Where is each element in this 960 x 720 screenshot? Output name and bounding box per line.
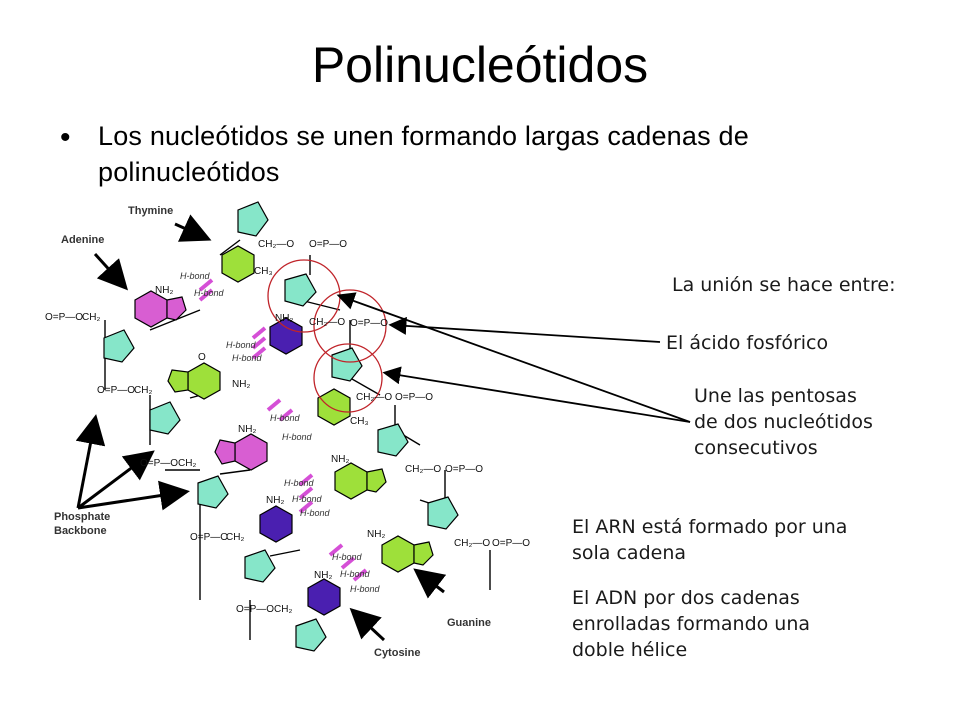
adenine-base — [134, 290, 187, 328]
hbond-label: H-bond — [282, 432, 313, 442]
thymine-base — [221, 245, 255, 283]
phosphate-label: CH₂ — [226, 532, 244, 543]
phosphate-label: CH₂ — [178, 458, 196, 469]
thymine-label: Thymine — [128, 205, 173, 217]
phosphate-label: O=P—O — [140, 458, 178, 469]
adenine-base — [214, 433, 268, 471]
pentose-note-line: de dos nucleótidos — [694, 411, 873, 433]
label-arrows — [75, 214, 447, 642]
amine-label: NH₂ — [266, 495, 284, 506]
bullet-marker: • — [60, 121, 71, 154]
amine-label: NH₂ — [367, 529, 385, 540]
sugar-ring — [237, 201, 269, 237]
cytosine-base — [269, 317, 303, 355]
adn-note-line: enrolladas formando una — [572, 613, 811, 635]
arn-note-line: El ARN está formado por una — [572, 516, 848, 538]
phosphate-label: CH₂ — [82, 312, 100, 323]
phosphate-label: O=P—O — [97, 385, 135, 396]
amine-label: NH₂ — [155, 285, 173, 296]
thymine-base — [317, 388, 351, 426]
phosphate-label: O=P—O — [445, 464, 483, 475]
hbond-label: H-bond — [340, 569, 371, 579]
phosphate-label: CH₂—O — [309, 317, 345, 328]
annotation-arrows — [336, 292, 691, 423]
hbond-label: H-bond — [284, 478, 315, 488]
methyl-label: CH₃ — [350, 416, 369, 427]
phosphate-label: O=P—O — [492, 538, 530, 549]
methyl-label: CH₃ — [254, 266, 273, 277]
phosphate-label: O=P—O — [236, 604, 274, 615]
hbond-label: H-bond — [350, 584, 381, 594]
hbond-label: H-bond — [332, 552, 363, 562]
adn-note-line: El ADN por dos cadenas — [572, 587, 800, 609]
adn-note: El ADN por dos cadenas enrolladas forman… — [572, 585, 810, 663]
adenine-base — [334, 462, 387, 500]
slide-title: Polinucleótidos — [311, 37, 649, 93]
hydrogen-bonds — [198, 278, 368, 582]
phosphate-label: CH₂—O — [258, 239, 294, 250]
hbond-label: H-bond — [292, 494, 323, 504]
sugar-ring — [377, 423, 409, 457]
hbond-label: H-bond — [194, 288, 225, 298]
sugar-ring — [149, 401, 181, 435]
adenine-label: Adenine — [61, 234, 104, 246]
left-strand-backbone — [104, 239, 301, 640]
amine-label: NH₂ — [331, 454, 349, 465]
phosphate-label: CH₂ — [134, 385, 152, 396]
phosphate-label: CH₂ — [274, 604, 292, 615]
sugar-ring — [197, 475, 229, 509]
arn-note-line: sola cadena — [572, 542, 687, 564]
arn-note: El ARN está formado por una sola cadena — [572, 514, 847, 566]
amine-label: NH₂ — [275, 313, 293, 324]
hbond-label: H-bond — [232, 353, 263, 363]
amine-label: NH₂ — [232, 379, 250, 390]
guanine-base — [381, 535, 434, 573]
sugar-ring — [244, 549, 276, 583]
phosphate-label: CH₂—O — [405, 464, 441, 475]
pentose-note-line: Une las pentosas — [694, 385, 857, 407]
pentose-note: Une las pentosas de dos nucleótidos cons… — [694, 383, 873, 461]
phosphate-backbone-label: Phosphate — [54, 511, 110, 523]
hbond-label: H-bond — [180, 271, 211, 281]
phosphate-label: O=P—O — [395, 392, 433, 403]
phosphate-label: O=P—O — [309, 239, 347, 250]
amine-label: O — [198, 352, 206, 363]
bullet-text: Los nucleótidos se unen formando largas … — [98, 121, 749, 187]
sugar-ring — [295, 618, 327, 652]
sugar-ring — [103, 329, 135, 363]
union-heading: La unión se hace entre: — [672, 274, 896, 296]
phosphate-label: CH₂—O — [454, 538, 490, 549]
adn-note-line: doble hélice — [572, 639, 688, 661]
phosphoric-acid-note: El ácido fosfórico — [666, 332, 829, 354]
phosphate-label: O=P—O — [190, 532, 228, 543]
hbond-label: H-bond — [226, 340, 257, 350]
phosphate-label: O=P—O — [350, 318, 388, 329]
hbond-label: H-bond — [300, 508, 331, 518]
guanine-label: Guanine — [447, 617, 491, 629]
cytosine-base — [307, 578, 341, 616]
sugar-ring — [427, 496, 459, 530]
phosphate-label: CH₂—O — [356, 392, 392, 403]
phosphate-backbone-label: Backbone — [54, 525, 107, 537]
amine-label: NH₂ — [238, 424, 256, 435]
cytosine-label: Cytosine — [374, 647, 420, 659]
sugar-ring — [284, 273, 317, 307]
guanine-base — [167, 362, 221, 400]
cytosine-base — [259, 505, 293, 543]
pentose-note-line: consecutivos — [694, 437, 818, 459]
phosphate-label: O=P—O — [45, 312, 83, 323]
sugar-ring — [331, 347, 363, 382]
hbond-label: H-bond — [270, 413, 301, 423]
amine-label: NH₂ — [314, 570, 332, 581]
